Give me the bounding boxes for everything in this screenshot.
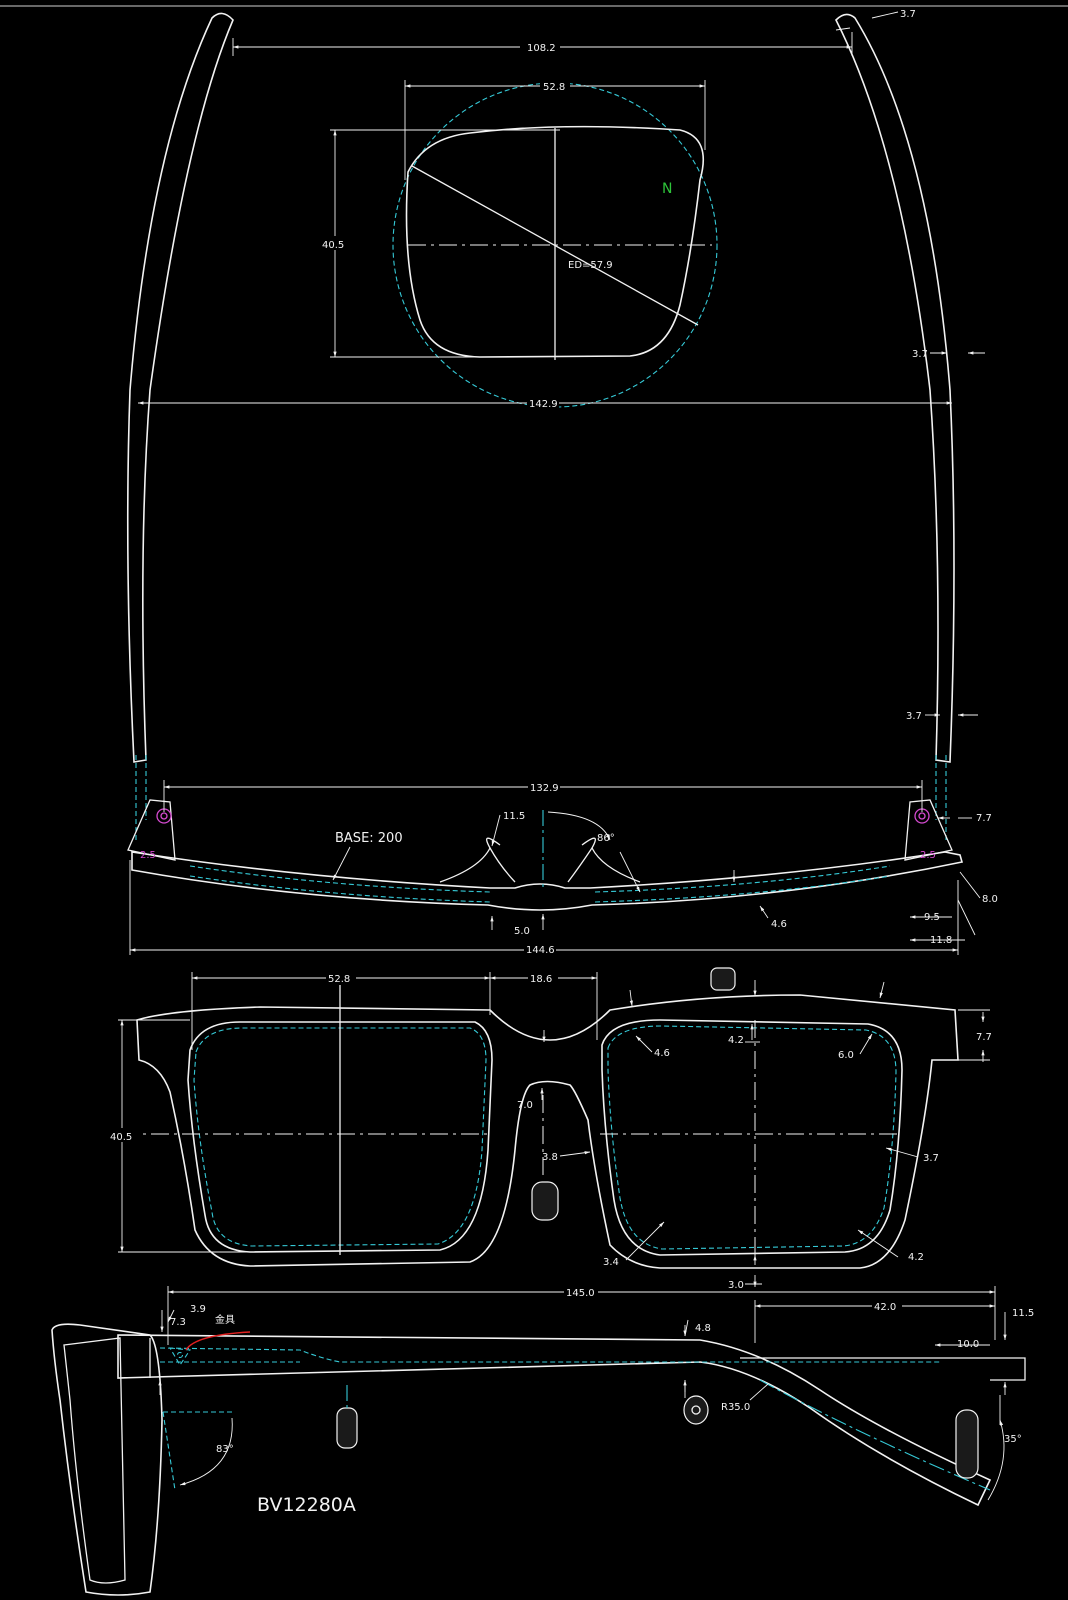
left-hinge: 2.5	[127, 799, 176, 861]
pantoscopic-reference	[162, 1411, 232, 1491]
temple-section-c	[955, 1409, 979, 1479]
hinge-span-label: 132.9	[530, 783, 559, 794]
ed-diagonal	[411, 165, 699, 326]
temple-tip-label: 3.7	[900, 9, 916, 20]
rim-top-center-label: 4.2	[728, 1035, 744, 1046]
top-view: 2.5 2.5 108.2 3.7 52.8 40.5 ED=57.9 N	[126, 9, 998, 957]
right-temple	[835, 13, 955, 763]
front-left-lens-groove	[193, 1027, 487, 1247]
side-temple	[117, 1334, 992, 1507]
front-left-lens	[187, 1021, 493, 1253]
nose-pad-section-top	[710, 967, 736, 991]
hinge-offset-label: 7.7	[976, 813, 992, 824]
metal-part-label: 金具	[215, 1313, 235, 1326]
left-hinge-label: 2.5	[140, 850, 156, 861]
pantoscopic-angle-label: 83°	[216, 1444, 234, 1455]
lens-height-front-label: 40.5	[110, 1132, 132, 1143]
left-temple-core	[135, 755, 147, 840]
rim-outer-side-label: 3.7	[923, 1153, 939, 1164]
bridge-depth-label: 7.0	[517, 1100, 533, 1111]
temple-bend-axis	[759, 1379, 991, 1491]
lens-outline-top	[405, 125, 704, 358]
side-frame-inner	[63, 1337, 126, 1584]
rim-bottom-corner-label: 4.2	[908, 1252, 924, 1263]
rim-bottom-center-label: 3.0	[728, 1280, 744, 1291]
rim-corner-label: 6.0	[838, 1050, 854, 1061]
bridge-thickness-label: 5.0	[514, 926, 530, 937]
front-bar-top	[131, 851, 964, 911]
lens-width-front-label: 52.8	[328, 974, 350, 985]
overall-width-top-label: 142.9	[529, 399, 558, 410]
overall-width-bottom-label: 144.6	[526, 945, 555, 956]
hinge-width-label: 3.9	[190, 1304, 206, 1315]
end-depth-label: 8.0	[982, 894, 998, 905]
right-hinge: 2.5	[904, 799, 953, 861]
left-temple	[126, 12, 234, 763]
front-frame-outline	[136, 994, 959, 1269]
temple-thickness-lower-label: 3.7	[906, 711, 922, 722]
side-hinge-triangle	[168, 1347, 191, 1367]
temple-section-b	[683, 1395, 709, 1425]
temple-tip-length-label: 42.0	[874, 1302, 896, 1313]
end-piece-height-label: 7.7	[976, 1032, 992, 1043]
n-marker: N	[662, 181, 672, 197]
base-curve-leader	[332, 846, 351, 881]
bend-angle-label: 35°	[1004, 1434, 1022, 1445]
temple-thickness-upper-label: 3.7	[912, 349, 928, 360]
bridge-width-label: 18.6	[530, 974, 552, 985]
front-right-lens-groove	[607, 1025, 897, 1250]
rim-inner-label: 4.6	[654, 1048, 670, 1059]
frame-thickness-label: 4.6	[771, 919, 787, 930]
end-piece-a-label: 9.5	[924, 912, 940, 923]
base-curve-label: BASE: 200	[335, 831, 403, 846]
temple-gap-label: 108.2	[527, 43, 556, 54]
nose-angle-label: 86°	[597, 833, 615, 844]
temple-length-label: 145.0	[566, 1288, 595, 1299]
model-number: BV12280A	[257, 1494, 356, 1516]
metal-part-leader	[185, 1331, 251, 1351]
temple-end-height-label: 11.5	[1012, 1308, 1034, 1319]
end-piece-b-label: 11.8	[930, 935, 952, 946]
lens-width-top-label: 52.8	[543, 82, 565, 93]
nose-pad-section-front	[531, 1181, 559, 1221]
front-right-lens	[601, 1019, 903, 1256]
left-nose-pad-top	[439, 846, 516, 883]
temple-drop-label: 10.0	[957, 1339, 979, 1350]
lens-height-top-label: 40.5	[322, 240, 344, 251]
bridge-side-label: 3.8	[542, 1152, 558, 1163]
nose-pad-arms	[486, 837, 596, 849]
right-hinge-label: 2.5	[920, 850, 936, 861]
temple-mid-label: 4.8	[695, 1323, 711, 1334]
front-bar-core	[189, 865, 891, 903]
hinge-height-label: 7.3	[170, 1317, 186, 1328]
rim-bottom-left-label: 3.4	[603, 1257, 619, 1268]
temple-straight-reference	[740, 1357, 1026, 1381]
effective-diameter-label: ED=57.9	[568, 260, 613, 271]
side-frame-front	[51, 1323, 163, 1596]
temple-core-wire	[159, 1347, 940, 1363]
temple-section-a	[336, 1407, 358, 1449]
bend-radius-label: R35.0	[721, 1402, 750, 1413]
side-view: 金具 145.0 42.0 11.5 10.0 4.8 3.9 7.3 R35.…	[51, 1285, 1034, 1596]
front-view: 52.8 18.6 4.6 4.2 6.0 7.7 40.5 7.0 3.8 3…	[108, 967, 992, 1291]
right-nose-pad-top	[567, 846, 641, 883]
right-temple-core	[935, 755, 947, 840]
nose-pad-top-label: 11.5	[503, 811, 525, 822]
